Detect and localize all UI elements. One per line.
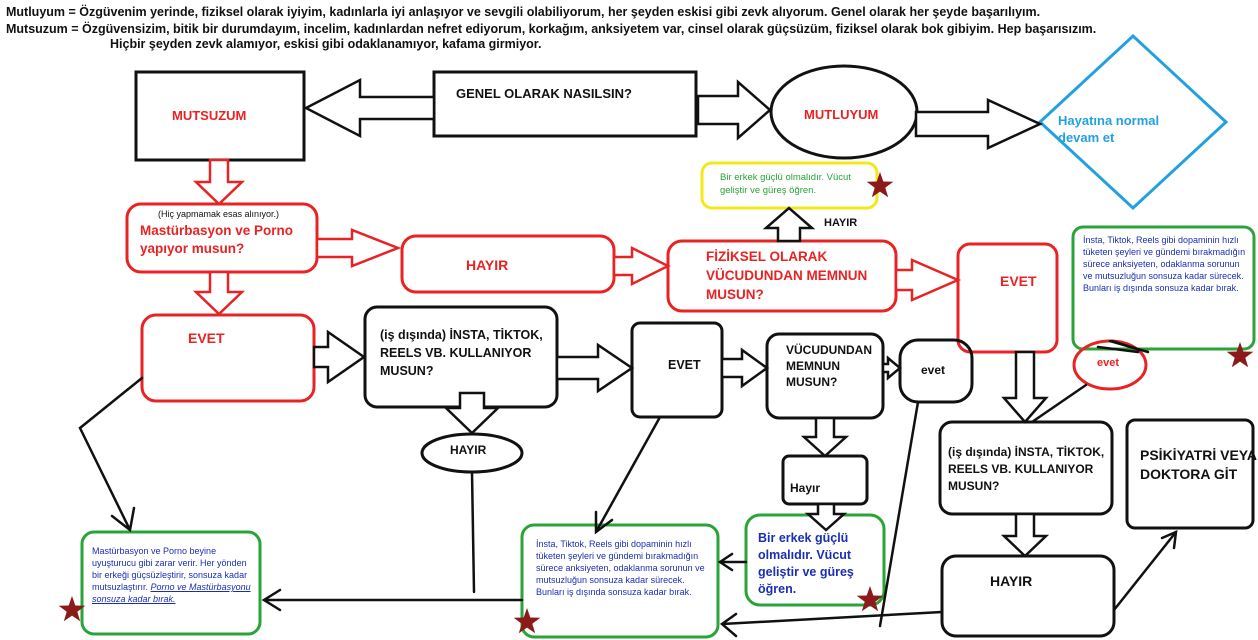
arrow-fiziksel-up [762,206,816,243]
arrow-erkek-to-instamid [717,552,748,572]
mast-advice-box [80,530,262,636]
hayir-ellipse-label: HAYIR [450,443,487,457]
evet-right-label: EVET [1000,273,1037,289]
arrow-vucut-to-evetsmall [881,355,902,381]
arrow-insta2-to-evet [1030,383,1088,424]
evet-left-label: EVET [188,330,225,346]
mast-advice-note: Mastürbasyon ve Porno beyine uyuşturucu … [92,545,258,605]
mutluyum-label: MUTLUYUM [804,107,879,122]
arrow-hayir-ellipse-down [470,470,476,594]
hayir-bottom-label: HAYIR [990,573,1033,589]
arrow-hayirbottom-to-psikiyatri [1112,529,1178,612]
psikiyatri-box [1125,418,1255,530]
evet-mid-label: EVET [668,358,701,372]
evet-small-label: evet [921,363,946,377]
arrow-genel-to-mutluyum [696,79,772,141]
arrow-genel-to-mutsuzum [303,77,436,139]
mast-advice-link: Porno ve Mastürbasyonu sonsuza kadar bır… [92,582,251,604]
insta-mid-box [520,523,720,639]
arrow-evetsmall-to-insta [878,400,920,628]
insta-q2-label: (iş dışında) İNSTA, TİKTOK, REELS VB. KU… [948,445,1105,493]
arrow-hayirbottom-to-insta [719,610,944,638]
hayir-top-label: HAYIR [824,217,858,229]
star-icon [513,608,541,634]
definition-mutluyum: Mutluyum = Özgüvenim yerinde, fiziksel o… [6,5,1041,19]
insta-q1-label: (iş dışında) İNSTA, TİKTOK, REELS VB. KU… [380,328,543,378]
arrow-evetmid-to-instamid [594,415,662,535]
mutsuzum-label: MUTSUZUM [172,108,247,123]
arrow-mast-to-hayir [315,228,402,268]
line-arrows [78,339,1178,638]
evet-small-box [898,338,974,404]
arrow-vucut-down [800,416,850,458]
mast-q-label: Mastürbasyon ve Porno yapıyor musun? [140,223,294,256]
evet-red-label: evet [1097,357,1120,369]
hayatina-label: Hayatına normal devam et [1058,113,1160,145]
genel-label: GENEL OLARAK NASILSIN? [456,86,632,101]
arrow-mutsuzum-down [192,158,246,206]
definition-mutsuzum-2: Hiçbir şeyden zevk alamıyor, eskisi gibi… [110,37,542,51]
arrow-evetmid-to-vucut [720,347,770,389]
hayir-bottom-box [940,554,1116,638]
arrow-hayir-to-fiziksel [612,245,671,287]
arrow-hayirsmall-down [804,502,848,532]
arrow-insta2-down [1000,512,1050,558]
hayir1-label: HAYIR [466,257,509,273]
erkek-bottom-label: Bir erkek güçlü olmalıdır. Vücut gelişti… [758,531,854,596]
arrow-evet-to-mastadvice [78,376,144,533]
erkek-top-label: Bir erkek güçlü olmalıdır. Vücut gelişti… [720,172,851,196]
hayatina-diamond [1037,33,1229,211]
arrow-evet-to-insta [312,329,367,385]
genel-box [432,70,698,138]
evet-left-box [140,313,316,403]
mast-note: (Hiç yapmamak esas alınıyor.) [158,209,280,219]
insta-right-box [1071,225,1256,351]
arrow-note-to-evetellipse [1110,339,1142,352]
insta-mid-note: İnsta, Tiktok, Reels gibi dopaminin hızl… [536,539,705,597]
insta-right-note: İnsta, Tiktok, Reels gibi dopaminin hızl… [1083,235,1246,293]
hayir-small-box [781,454,869,506]
arrow-evetright-down [1001,350,1049,424]
arrow-to-mastadvice-bottom [261,588,524,612]
arrow-to-instaright [1096,345,1140,354]
mast-advice-text: Mastürbasyon ve Porno beyine uyuşturucu … [92,546,248,592]
hayir-small-label: Hayır [790,481,821,495]
vucut-q-label: VÜCUDUNDAN MEMNUN MUSUN? [786,343,872,389]
definition-mutsuzum: Mutsuzum = Özgüvensizim, bitik bir durum… [6,22,1097,36]
evet-right-box [956,242,1059,354]
star-icon [866,172,894,198]
psikiyatri-label: PSİKİYATRİ VEYA DOKTORA GİT [1140,447,1257,482]
arrow-insta-to-evetmid [555,342,635,394]
arrow-fiziksel-to-evet [894,258,962,302]
arrow-insta-down [442,391,502,435]
fiziksel-label: FİZİKSEL OLARAK VÜCUDUNDAN MEMNUN MUSUN? [706,249,868,302]
arrow-mutluyum-to-diamond [914,98,1043,150]
arrow-mast-down [192,270,246,316]
